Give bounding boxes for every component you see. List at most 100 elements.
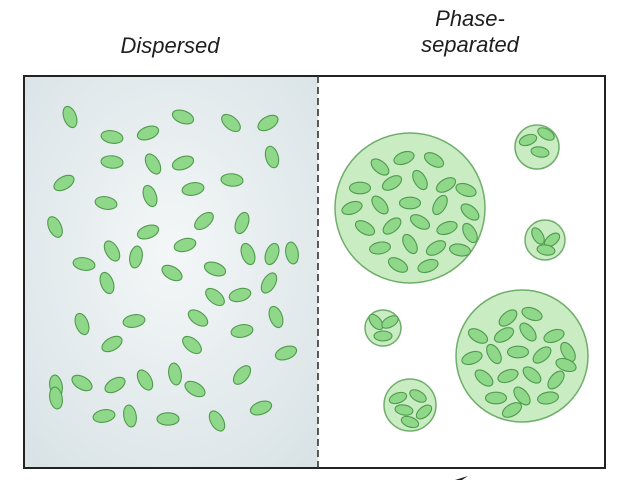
particle — [71, 374, 93, 392]
particle — [373, 330, 393, 342]
phase-separated-line2: separated — [421, 32, 519, 57]
particle — [497, 368, 519, 384]
particle — [493, 327, 515, 343]
particle — [194, 211, 214, 231]
particle — [187, 309, 209, 327]
particle — [47, 216, 63, 238]
particle — [532, 346, 552, 364]
particle — [100, 155, 124, 169]
particle — [129, 245, 143, 269]
particle — [521, 306, 543, 322]
particle — [49, 386, 63, 410]
particle — [388, 391, 408, 405]
particle — [398, 196, 422, 210]
particle — [519, 322, 537, 342]
particle — [260, 272, 278, 294]
particle — [208, 410, 226, 432]
particle — [136, 369, 154, 391]
particle — [249, 400, 273, 416]
particle — [182, 335, 202, 355]
particle — [382, 217, 402, 235]
particle — [142, 184, 158, 208]
particle — [72, 257, 96, 271]
particle — [467, 328, 489, 344]
phase-separated-line1: Phase- — [435, 6, 505, 31]
particle — [156, 412, 180, 426]
particle — [412, 169, 428, 191]
particle — [354, 220, 376, 236]
particle — [240, 242, 256, 266]
particle — [221, 113, 241, 133]
particle — [100, 130, 124, 144]
particle — [498, 309, 518, 327]
particle — [555, 357, 577, 373]
panel-frame — [23, 75, 606, 469]
particle — [264, 145, 280, 169]
particle — [171, 155, 195, 171]
particle — [547, 370, 565, 390]
particle — [161, 264, 183, 282]
particle — [232, 365, 252, 385]
particle — [94, 196, 118, 210]
particle — [400, 415, 420, 429]
particle — [409, 214, 431, 230]
particle — [368, 313, 384, 331]
particle — [136, 224, 160, 240]
particle — [104, 376, 126, 394]
particle — [409, 389, 427, 403]
particle — [423, 152, 445, 168]
particle — [531, 227, 545, 245]
arrow-right-icon — [455, 476, 468, 480]
particle — [486, 343, 502, 365]
particle — [123, 404, 137, 428]
particle — [425, 240, 447, 256]
particle — [74, 312, 90, 336]
dispersed-particles — [47, 105, 299, 432]
particle — [462, 222, 478, 244]
particle — [220, 173, 244, 187]
particle — [513, 386, 531, 406]
particle — [402, 233, 418, 255]
particle — [484, 391, 508, 405]
particle — [168, 362, 182, 386]
particle — [537, 127, 555, 141]
particle — [415, 404, 433, 420]
particle — [122, 314, 146, 328]
particle — [381, 175, 403, 191]
particle — [228, 287, 252, 303]
particle — [474, 369, 494, 387]
particle — [268, 305, 284, 329]
particle — [136, 125, 160, 141]
particle — [394, 404, 414, 416]
particle — [506, 345, 530, 359]
particle — [381, 315, 399, 329]
particle — [184, 380, 206, 398]
particle — [560, 341, 576, 363]
particle — [205, 287, 225, 307]
particle — [537, 391, 559, 405]
particle — [370, 158, 390, 176]
particle — [417, 258, 439, 274]
particle — [449, 243, 471, 257]
particle — [387, 257, 409, 273]
particle — [461, 350, 483, 366]
particle — [103, 240, 121, 262]
particle — [173, 237, 197, 253]
particle — [264, 242, 280, 266]
particle — [101, 335, 123, 353]
particle — [62, 105, 78, 129]
particle — [348, 181, 372, 195]
dispersed-label: Dispersed — [120, 33, 220, 58]
particle — [432, 194, 448, 216]
particle — [181, 182, 205, 196]
particle — [536, 244, 556, 256]
particle — [435, 177, 457, 193]
particle — [171, 109, 195, 125]
particle — [522, 366, 542, 384]
condensed-particles — [341, 127, 577, 429]
particle — [257, 114, 279, 132]
particle — [543, 328, 565, 344]
particle — [436, 220, 458, 236]
particle — [518, 133, 538, 147]
